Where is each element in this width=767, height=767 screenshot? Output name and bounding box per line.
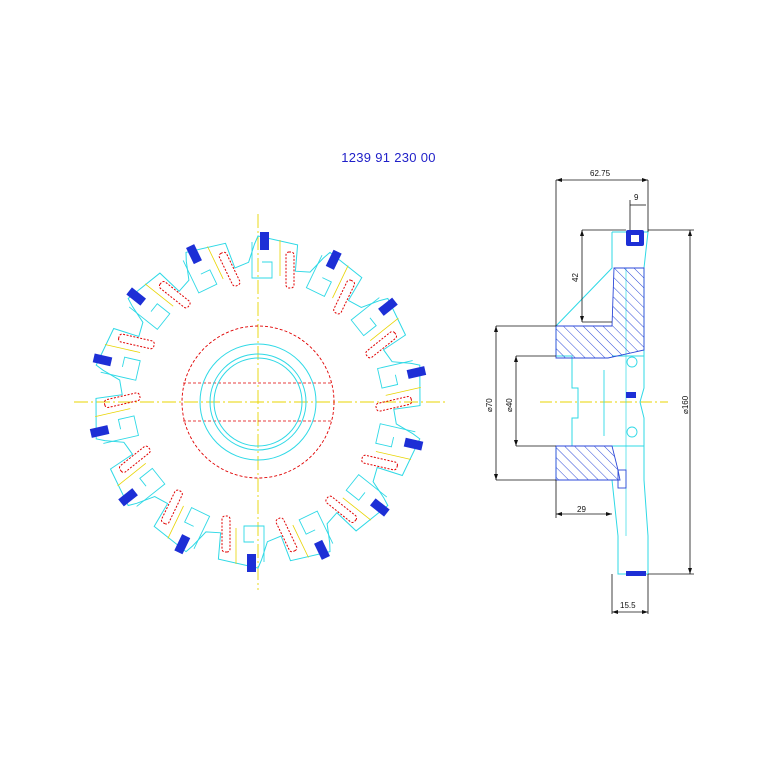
cutter-tooth — [325, 473, 390, 523]
section-view: 62.75 9 42 ⌀70 ⌀40 29 15.5 ⌀160 — [485, 169, 694, 614]
insert-pocket — [128, 303, 171, 331]
insert-pocket — [298, 510, 334, 544]
dim-cutter-diameter: ⌀160 — [681, 395, 690, 414]
dim-insert-width: 9 — [634, 193, 639, 202]
clamp-screw-hidden — [375, 396, 413, 412]
dimension-lines — [495, 179, 694, 614]
cutter-tooth — [89, 392, 141, 444]
bore-circle — [213, 357, 303, 447]
cutter-tooth — [182, 244, 241, 294]
clamp-screw-hidden — [103, 392, 141, 408]
cutter-tooth — [305, 249, 356, 315]
cutter-tooth — [92, 333, 155, 381]
clamp-screw-hidden — [285, 251, 295, 289]
clamp-screw-hidden — [118, 445, 151, 473]
wedge-line — [332, 265, 349, 299]
insert-pocket — [100, 356, 141, 381]
cutter-tooth — [361, 423, 424, 471]
insert-pocket — [182, 260, 218, 294]
cutting-insert — [186, 244, 202, 265]
cutting-insert — [260, 232, 269, 250]
dim-blade-width: 15.5 — [620, 601, 636, 610]
dimension-arrows — [494, 178, 692, 614]
insert-pocket — [345, 473, 388, 501]
dim-hub-length: 29 — [577, 505, 586, 514]
screw-detail — [626, 426, 638, 438]
clamp-screw-hidden — [221, 515, 231, 553]
cutting-insert — [89, 425, 110, 438]
screw-detail — [626, 356, 638, 368]
cutter-tooth — [126, 281, 191, 331]
wedge-line — [292, 524, 309, 558]
insert-pocket — [103, 415, 139, 444]
cutter-body — [89, 232, 427, 572]
hub-outer-circle — [199, 343, 317, 461]
clamp-screw-hidden — [218, 251, 241, 287]
insert-pocket — [375, 423, 416, 448]
insert-pocket — [243, 525, 265, 562]
insert-pocket — [251, 242, 273, 279]
cutter-tooth — [251, 232, 295, 289]
clamp-screw-hidden — [365, 331, 398, 359]
wedge-line — [117, 463, 147, 487]
clamp-screw-hidden — [333, 279, 356, 315]
part-number-title: 1239 91 230 00 — [341, 150, 436, 165]
hatched-section-lower — [555, 445, 621, 481]
bolt-circle-hidden — [181, 325, 335, 479]
cutter-tooth — [375, 360, 427, 412]
insert-middle — [626, 392, 636, 398]
wedge-line — [104, 344, 141, 353]
cutting-insert — [406, 366, 427, 379]
wedge-line — [375, 451, 412, 460]
insert-pocket — [377, 360, 413, 389]
hatched-section-upper — [555, 267, 645, 359]
cutting-insert — [378, 297, 398, 316]
clamp-screw-hidden — [160, 489, 183, 525]
cutter-tooth — [350, 297, 399, 359]
cutter-outline — [95, 235, 421, 569]
clamp-screw-hidden — [325, 495, 358, 523]
cutting-insert — [369, 498, 390, 517]
hub-mid-circle — [209, 353, 307, 451]
cutting-insert — [126, 287, 147, 306]
wedge-line — [342, 497, 372, 521]
cutting-insert — [403, 437, 424, 451]
clamp-screw-hidden — [361, 454, 398, 471]
dim-overall-width: 62.75 — [590, 169, 611, 178]
dim-shoulder-depth: 42 — [571, 273, 580, 282]
wedge-line — [207, 246, 224, 280]
cutting-insert — [92, 353, 113, 367]
clamp-screw-hidden — [158, 281, 191, 309]
cutting-insert — [247, 554, 256, 572]
cutter-tooth — [221, 515, 265, 572]
cutter-tooth — [160, 489, 211, 555]
cutting-insert — [174, 534, 191, 555]
insert-bottom — [626, 571, 646, 576]
insert-pocket — [184, 507, 211, 549]
wedge-line — [167, 505, 184, 539]
front-view — [74, 214, 446, 590]
wedge-line — [369, 317, 399, 341]
cutting-insert — [118, 488, 138, 507]
cutter-tooth — [117, 445, 166, 507]
insert-pocket — [305, 255, 332, 297]
clamp-screw-hidden — [275, 517, 298, 553]
cutting-insert — [314, 539, 330, 560]
wedge-line — [144, 283, 174, 307]
cutter-tooth — [275, 510, 334, 560]
insert-top-hole — [631, 235, 639, 242]
insert-pocket — [136, 467, 166, 507]
dim-bore-diameter: ⌀40 — [505, 398, 514, 412]
wedge-line — [95, 408, 131, 417]
dim-hub-diameter: ⌀70 — [485, 398, 494, 412]
cutting-insert — [325, 249, 342, 270]
clamp-screw-hidden — [118, 333, 155, 350]
wedge-line — [385, 387, 421, 396]
key-detail — [617, 469, 627, 489]
insert-pocket — [350, 297, 380, 337]
